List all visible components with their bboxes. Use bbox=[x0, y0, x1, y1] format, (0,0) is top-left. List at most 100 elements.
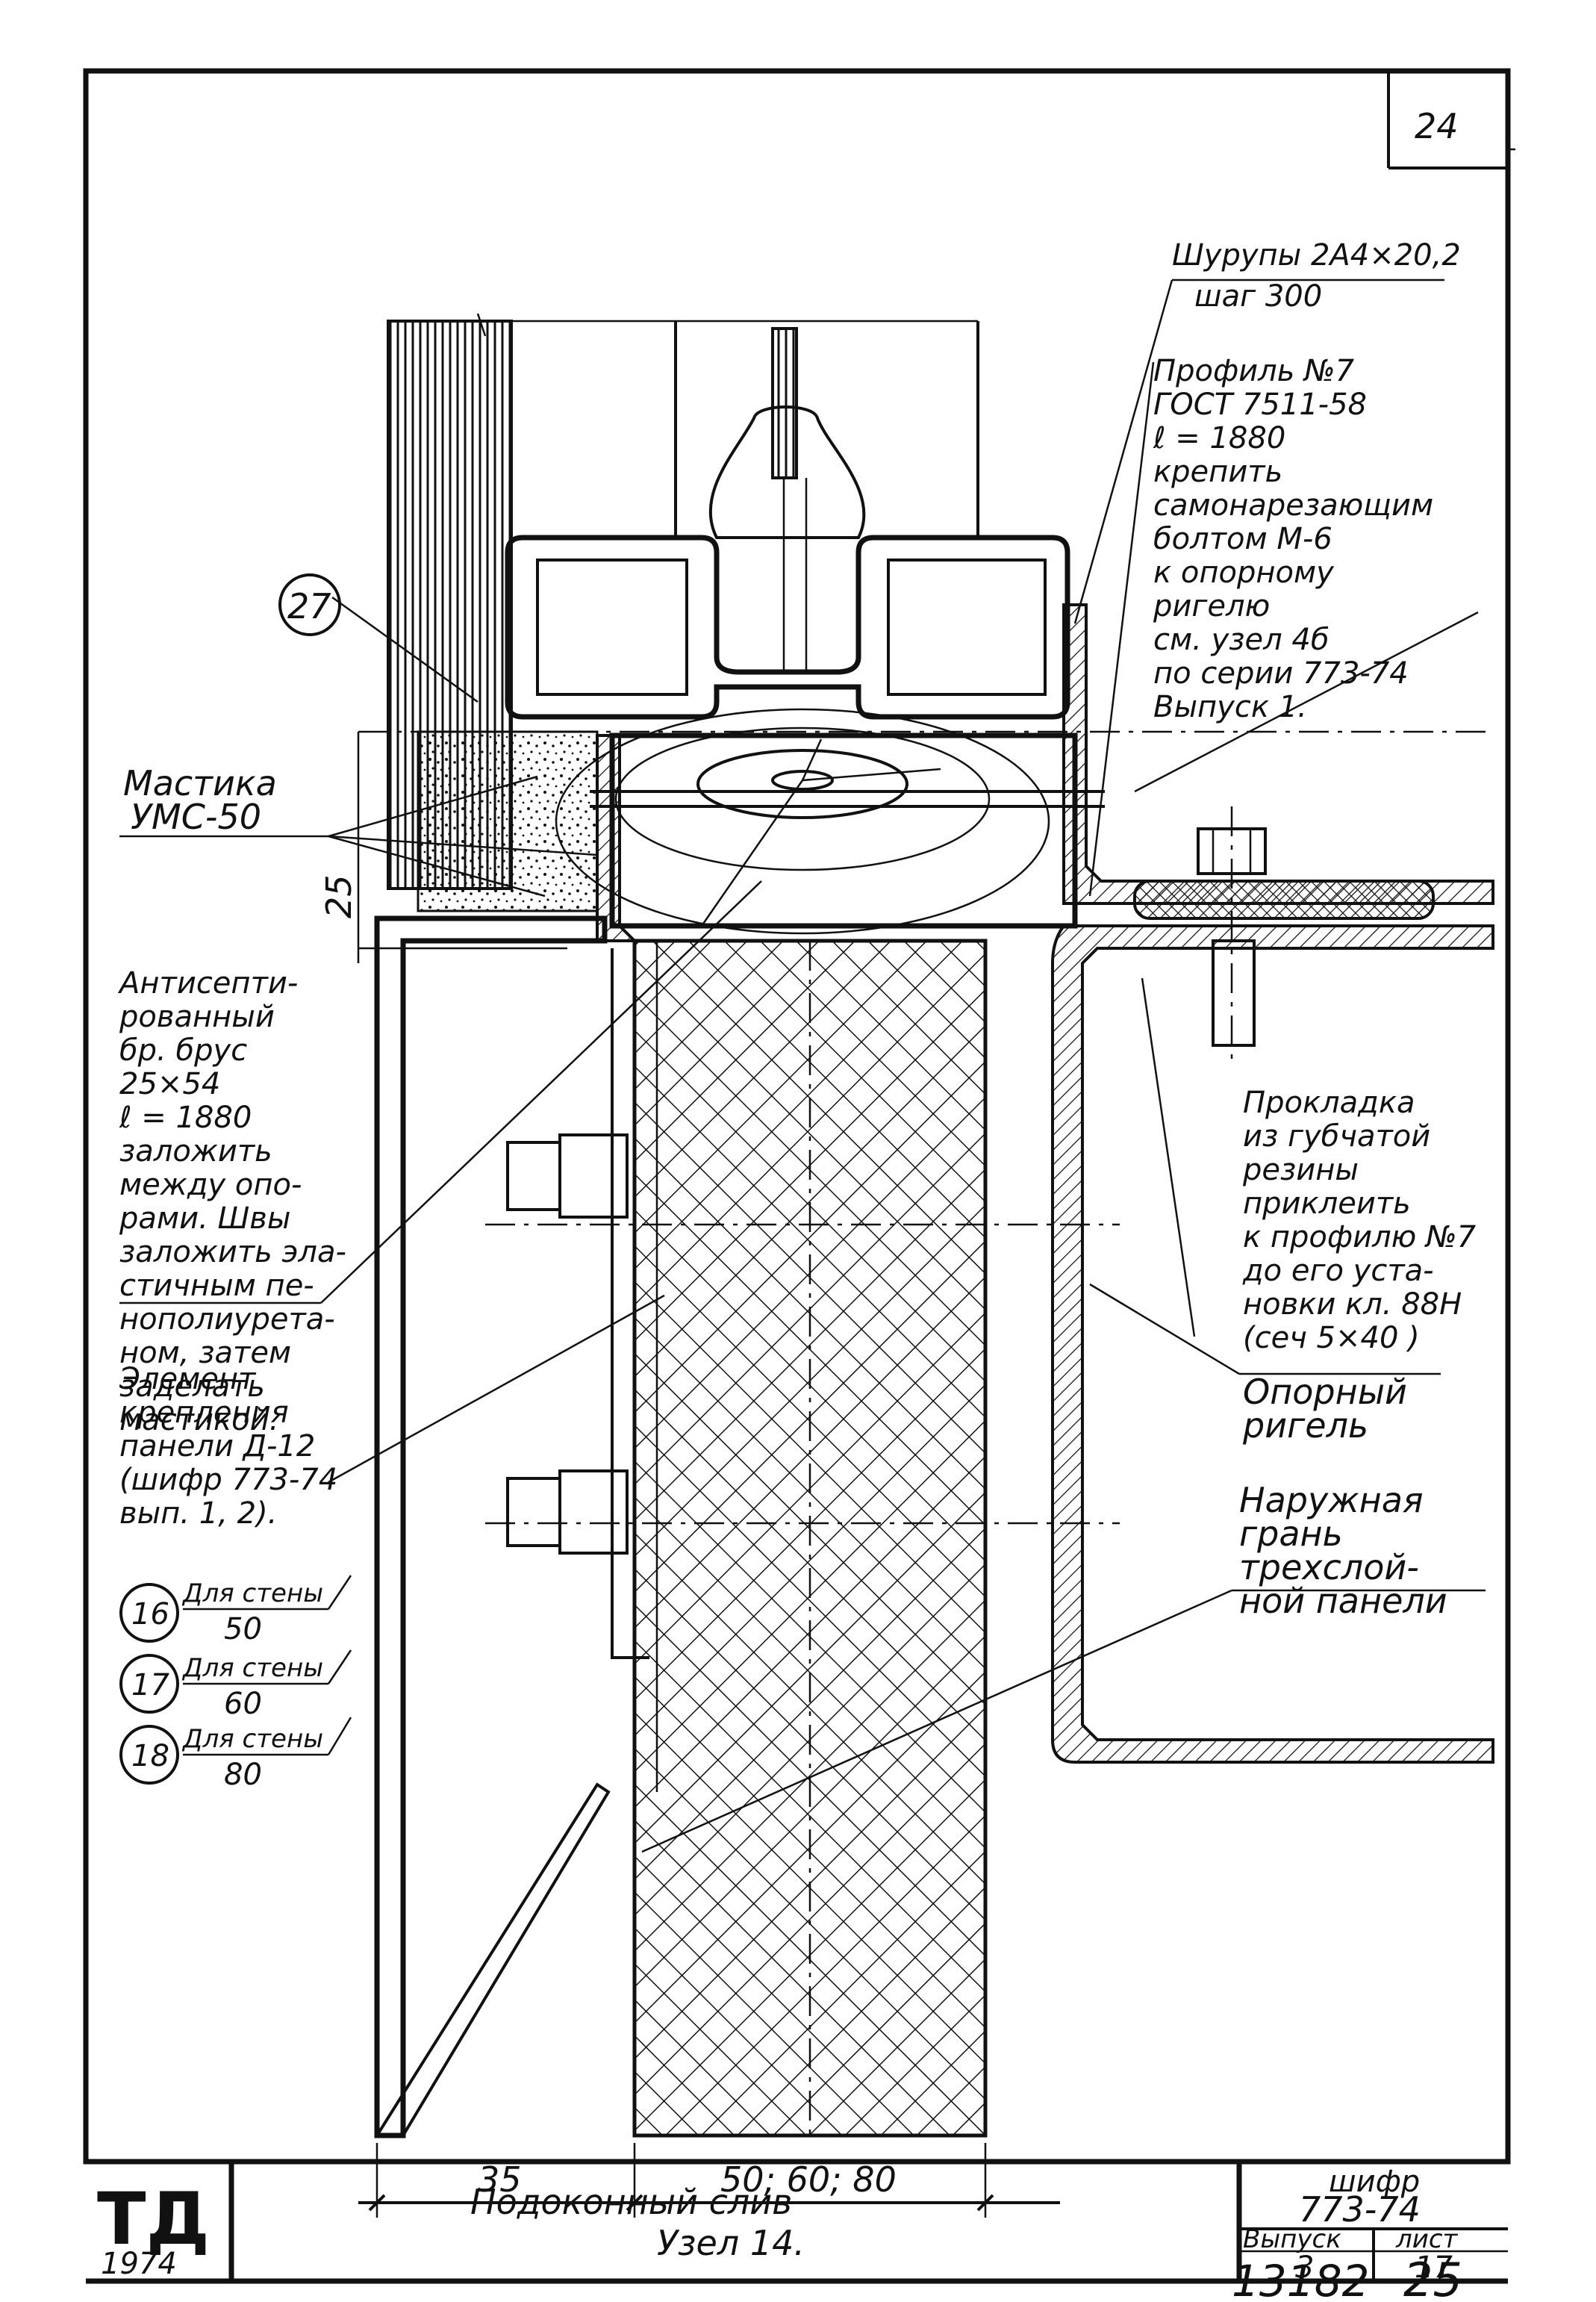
title-block: ТД 1974 Подоконный слив Узел 14. шифр 77… bbox=[86, 2159, 1508, 2285]
section-drawing: 35 50; 60; 80 25 bbox=[319, 313, 1494, 2218]
callout-17-number: 17 bbox=[131, 1668, 169, 1702]
outer-face-line-1: Наружная bbox=[1239, 1480, 1424, 1520]
drawing-title-line-2: Узел 14. bbox=[657, 2223, 805, 2263]
bottom-dimensions bbox=[358, 2143, 1060, 2218]
callout-18: 18 Для стены 80 bbox=[119, 1717, 352, 1792]
through-bolt-upper bbox=[485, 1133, 1120, 1226]
callout-16-label: Для стены bbox=[181, 1578, 323, 1608]
antiseptic-line-9: заложить эла- bbox=[119, 1235, 346, 1269]
through-bolt-lower bbox=[485, 1469, 1120, 1555]
gasket-line-3: резины bbox=[1242, 1153, 1359, 1187]
outer-face-line-4: ной панели bbox=[1239, 1581, 1447, 1621]
gasket-line-6: до его уста- bbox=[1242, 1254, 1434, 1288]
antiseptic-line-7: между опо- bbox=[119, 1168, 302, 1202]
mastic-line-2: УМС-50 bbox=[131, 797, 261, 837]
issue-label: Выпуск bbox=[1243, 2224, 1341, 2254]
issue-value: 3 bbox=[1295, 2250, 1314, 2285]
gasket-line-7: новки кл. 88Н bbox=[1243, 1287, 1462, 1322]
annotation-element: Элемент крепления панели Д-12 (шифр 773-… bbox=[119, 1362, 337, 1531]
cipher-value: 773-74 bbox=[1299, 2189, 1421, 2230]
gasket-line-8: (сеч 5×40 ) bbox=[1243, 1321, 1420, 1355]
profile-line-2: ГОСТ 7511-58 bbox=[1153, 388, 1367, 422]
antiseptic-line-2: рованный bbox=[119, 1000, 275, 1034]
gasket-line-4: приклеить bbox=[1243, 1186, 1411, 1221]
glazing-bead bbox=[708, 405, 866, 539]
profile-line-5: самонарезающим bbox=[1153, 488, 1433, 523]
timber-bar bbox=[555, 708, 1078, 935]
annotation-antiseptic: Антисепти- рованный бр. брус 25×54 ℓ = 1… bbox=[117, 966, 346, 1437]
leader-lines bbox=[119, 148, 1515, 1853]
antiseptic-line-12: ном, затем bbox=[119, 1336, 291, 1370]
element-line-5: вып. 1, 2). bbox=[119, 1496, 277, 1531]
annotation-profile: Профиль №7 ГОСТ 7511-58 ℓ = 1880 крепить… bbox=[1153, 354, 1433, 724]
sheet-value: 17 bbox=[1415, 2250, 1453, 2285]
mastic-fill bbox=[417, 730, 599, 912]
annotation-gasket: Прокладка из губчатой резины приклеить к… bbox=[1242, 1086, 1477, 1355]
screws-line-2: шаг 300 bbox=[1194, 279, 1322, 314]
page-number: 24 bbox=[1415, 106, 1459, 146]
element-line-3: панели Д-12 bbox=[119, 1429, 315, 1463]
annotation-girder: Опорный ригель bbox=[1242, 1372, 1407, 1446]
cipher-label: шифр bbox=[1329, 2165, 1420, 2199]
callout-18-number: 18 bbox=[131, 1739, 169, 1773]
callout-16-value: 50 bbox=[224, 1612, 262, 1646]
rubber-gasket bbox=[1133, 880, 1435, 920]
girder-line-1: Опорный bbox=[1243, 1372, 1407, 1412]
antiseptic-line-5: ℓ = 1880 bbox=[119, 1101, 252, 1135]
dim-panel-thickness: 50; 60; 80 bbox=[720, 2159, 897, 2200]
callout-27-number: 27 bbox=[287, 586, 331, 626]
antiseptic-line-14: мастикой. bbox=[119, 1403, 278, 1437]
profile-line-8: ригелю bbox=[1153, 589, 1270, 623]
drawing-title-line-1: Подоконный слив bbox=[470, 2182, 792, 2222]
antiseptic-line-1: Антисепти- bbox=[117, 966, 298, 1001]
dim-25: 25 bbox=[319, 874, 359, 918]
antiseptic-line-10: стичным пе- bbox=[119, 1269, 314, 1303]
profile-line-11: Выпуск 1. bbox=[1153, 690, 1307, 724]
profile-line-1: Профиль №7 bbox=[1153, 354, 1355, 388]
antiseptic-line-13: заделать bbox=[119, 1369, 265, 1404]
antiseptic-line-4: 25×54 bbox=[119, 1067, 220, 1101]
glass-pane bbox=[771, 327, 798, 479]
element-line-1: Элемент bbox=[119, 1362, 257, 1396]
sheet-label: лист bbox=[1395, 2224, 1459, 2254]
element-line-4: (шифр 773-74 bbox=[119, 1463, 337, 1497]
gasket-line-2: из губчатой bbox=[1243, 1119, 1430, 1154]
outer-face-line-3: трехслой- bbox=[1239, 1547, 1419, 1587]
profile-line-9: см. узел 4б bbox=[1153, 623, 1330, 657]
callout-27: 27 bbox=[278, 573, 341, 636]
callout-18-value: 80 bbox=[224, 1758, 262, 1792]
callout-16: 16 Для стены 50 bbox=[119, 1575, 352, 1646]
footer-page-number: 25 bbox=[1403, 2253, 1462, 2302]
profile-line-10: по серии 773-74 bbox=[1153, 656, 1409, 691]
annotation-outer-face: Наружная грань трехслой- ной панели bbox=[1239, 1480, 1447, 1621]
panel-fixing-element bbox=[611, 948, 649, 1659]
girder-plate bbox=[1051, 924, 1494, 1764]
left-angle bbox=[596, 734, 638, 942]
antiseptic-line-3: бр. брус bbox=[119, 1033, 247, 1068]
antiseptic-line-6: заложить bbox=[119, 1134, 272, 1169]
annotation-screws: Шурупы 2А4×20,2 шаг 300 bbox=[1172, 238, 1461, 314]
callout-17-value: 60 bbox=[224, 1687, 262, 1721]
profile-line-3: ℓ = 1880 bbox=[1153, 421, 1285, 455]
callout-16-number: 16 bbox=[131, 1597, 169, 1631]
gasket-line-1: Прокладка bbox=[1243, 1086, 1415, 1120]
girder-line-2: ригель bbox=[1242, 1405, 1368, 1446]
stamp-td: ТД bbox=[97, 2177, 210, 2261]
footer-archive-number: 13182 bbox=[1232, 2256, 1370, 2302]
profile-line-7: к опорному bbox=[1153, 556, 1335, 590]
annotation-mastic: Мастика УМС-50 bbox=[123, 763, 277, 837]
steel-profile bbox=[505, 535, 1070, 720]
antiseptic-line-8: рами. Швы bbox=[119, 1201, 290, 1236]
callout-17-label: Для стены bbox=[181, 1653, 323, 1683]
element-line-2: крепления bbox=[119, 1396, 289, 1430]
profile-line-4: крепить bbox=[1153, 455, 1282, 489]
mastic-line-1: Мастика bbox=[123, 763, 277, 803]
screws-line-1: Шурупы 2А4×20,2 bbox=[1172, 238, 1461, 273]
dim-35: 35 bbox=[478, 2159, 522, 2200]
antiseptic-line-11: нополиурета- bbox=[119, 1302, 335, 1337]
callout-17: 17 Для стены 60 bbox=[119, 1649, 352, 1721]
stamp-year: 1974 bbox=[101, 2247, 177, 2281]
callout-18-label: Для стены bbox=[181, 1724, 323, 1754]
gasket-line-5: к профилю №7 bbox=[1243, 1220, 1477, 1254]
